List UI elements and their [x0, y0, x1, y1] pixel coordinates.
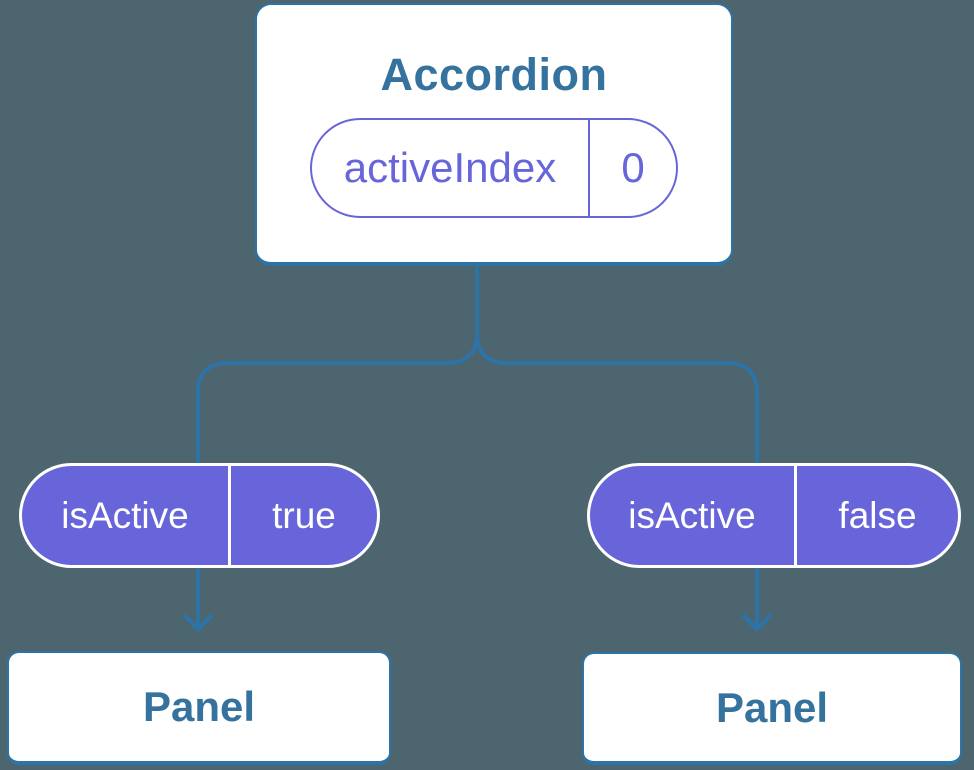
accordion-node: Accordion activeIndex 0	[255, 3, 733, 266]
state-value: 0	[621, 144, 645, 191]
panel-node-left: Panel	[7, 651, 391, 765]
prop-name: isActive	[590, 466, 797, 565]
prop-value: false	[838, 494, 917, 536]
panel-node-label: Panel	[715, 683, 829, 731]
prop-value: true	[272, 494, 336, 536]
connector-left-branch	[196, 266, 479, 628]
state-name: activeIndex	[312, 120, 590, 216]
panel-node-right: Panel	[582, 652, 962, 765]
prop-pill-isactive-false: isActive false	[587, 463, 961, 568]
arrowhead-right-icon	[741, 613, 773, 633]
arrowhead-left-icon	[182, 613, 214, 633]
state-pill: activeIndex 0	[310, 118, 678, 218]
panel-node-label: Panel	[142, 683, 256, 730]
prop-pill-isactive-true: isActive true	[19, 463, 380, 568]
prop-name: isActive	[22, 466, 231, 565]
accordion-node-title: Accordion	[380, 49, 608, 100]
connector-right-branch	[475, 266, 759, 628]
